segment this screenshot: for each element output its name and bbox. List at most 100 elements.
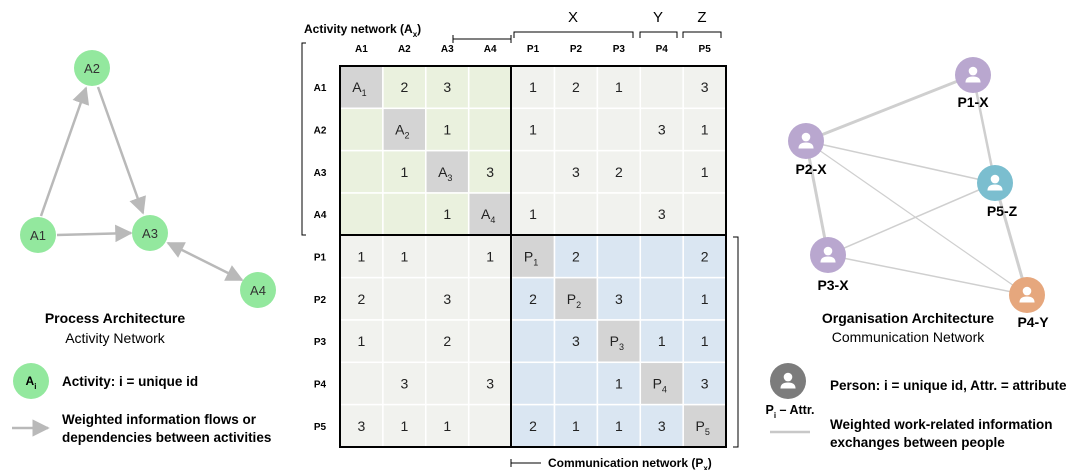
person-legend-icon: [770, 363, 806, 399]
activity-legend-text: Activity: i = unique id: [62, 374, 198, 389]
matrix-cell-value: 2: [572, 248, 580, 264]
matrix-cell-value: 2: [529, 418, 537, 434]
person-legend-caption: Pi – Attr.: [765, 403, 814, 420]
communication-links: [804, 73, 1029, 296]
matrix-cell: [425, 149, 470, 194]
matrix-cell-value: 3: [443, 291, 451, 307]
matrix-cell-value: 1: [701, 121, 709, 137]
matrix-cell: [553, 149, 599, 194]
matrix-row-header: P1: [314, 252, 327, 263]
activity-node-a4: A4: [240, 272, 276, 308]
matrix-cell: [510, 361, 556, 406]
matrix-cell-value: 3: [572, 333, 580, 349]
activity-network-bracket: [452, 35, 512, 43]
activity-node-a1: A1: [20, 217, 56, 253]
matrix-cell: [596, 107, 642, 152]
matrix-cell-value: 1: [400, 164, 408, 180]
matrix-cell: [596, 192, 642, 237]
matrix-cell: [339, 149, 384, 194]
matrix-cell: [682, 361, 727, 406]
matrix-cell-value: 1: [658, 333, 666, 349]
matrix-cell: [682, 403, 727, 448]
communication-link: [805, 140, 1028, 296]
exchange-legend-text-line1: Weighted work-related information: [830, 417, 1053, 432]
matrix-cell-value: 1: [529, 79, 537, 95]
exchange-legend-text-line2: exchanges between people: [830, 435, 1005, 450]
matrix-diagonal-label: A3: [438, 164, 452, 183]
activity-node-a2: A2: [74, 50, 110, 86]
matrix-diagonal-label: P1: [524, 248, 538, 267]
matrix-cell: [553, 192, 599, 237]
activity-node-label: A3: [142, 226, 158, 241]
activity-legend-icon: [13, 363, 49, 399]
matrix-cell: [339, 107, 384, 152]
matrix-cell: [382, 276, 427, 321]
matrix-column-header: P5: [699, 44, 712, 55]
matrix-cell-value: 1: [358, 333, 366, 349]
matrix-cell: [510, 319, 556, 364]
matrix-cell: [553, 107, 599, 152]
matrix-diagonal-label: P5: [695, 418, 709, 437]
matrix-cell: [682, 276, 727, 321]
matrix-cell: [467, 107, 513, 152]
matrix-cell: [596, 403, 642, 448]
matrix-cell-value: 1: [443, 418, 451, 434]
matrix-cell-value: 2: [443, 333, 451, 349]
activity-node-circle: [74, 50, 110, 86]
matrix-column-header: P4: [656, 44, 669, 55]
matrix-cell: [553, 234, 599, 279]
matrix-cell: [467, 319, 513, 364]
matrix-cell: [639, 234, 684, 279]
matrix-cell-value: 3: [658, 121, 666, 137]
communication-link: [827, 182, 996, 256]
matrix-cell-value: 3: [658, 206, 666, 222]
matrix-column-header: A4: [484, 44, 497, 55]
person-label: P1-X: [957, 94, 989, 110]
matrix-cell: [382, 192, 427, 237]
matrix-cell-value: 2: [400, 79, 408, 95]
communication-link: [993, 182, 1029, 296]
matrix-diagonal-label: P2: [567, 291, 581, 310]
group-bracket-z: [682, 31, 722, 38]
matrix-diagonal-label: A1: [352, 79, 366, 98]
matrix-cell-value: 1: [572, 418, 580, 434]
matrix-column-header: A3: [441, 44, 454, 55]
matrix-column-header: P3: [613, 44, 626, 55]
matrix-cell-value: 2: [572, 79, 580, 95]
matrix-cell: [596, 65, 642, 110]
process-legend: Ai Activity: i = unique id Weighted info…: [12, 363, 271, 445]
matrix-row-header: A4: [314, 210, 327, 221]
activity-rows-bracket: [301, 42, 306, 236]
matrix-cell: [596, 149, 642, 194]
matrix-cell-value: 1: [701, 291, 709, 307]
person-icon: [1009, 277, 1045, 313]
matrix-cell-value: 1: [443, 206, 451, 222]
matrix-column-header: P2: [570, 44, 583, 55]
matrix-row-header: P2: [314, 295, 327, 306]
matrix-cell: [425, 403, 470, 448]
matrix-cell-value: 3: [486, 164, 494, 180]
matrix-cell: [639, 319, 684, 364]
matrix-cell-value: 1: [400, 248, 408, 264]
activity-node-circle: [240, 272, 276, 308]
person-label: P2-X: [795, 161, 827, 177]
matrix-cell: [425, 234, 470, 279]
person-label: P4-Y: [1017, 314, 1049, 330]
matrix-cell-value: 3: [701, 375, 709, 391]
group-bracket-y: [639, 31, 678, 38]
process-subtitle: Activity Network: [65, 330, 166, 346]
matrix-cell: [382, 361, 427, 406]
activity-node-circle: [20, 217, 56, 253]
activity-node-a3: A3: [132, 215, 168, 251]
organisation-title: Organisation Architecture: [822, 310, 994, 326]
matrix-cell: [339, 319, 384, 364]
matrix-cell: [639, 361, 684, 406]
matrix-column-header: P1: [527, 44, 540, 55]
communication-network-bracket: [510, 459, 541, 467]
flow-edge-a1-a3: [56, 224, 133, 243]
matrix-cell: [639, 149, 684, 194]
matrix-cell-value: 1: [443, 121, 451, 137]
matrix-cell-value: 2: [529, 291, 537, 307]
